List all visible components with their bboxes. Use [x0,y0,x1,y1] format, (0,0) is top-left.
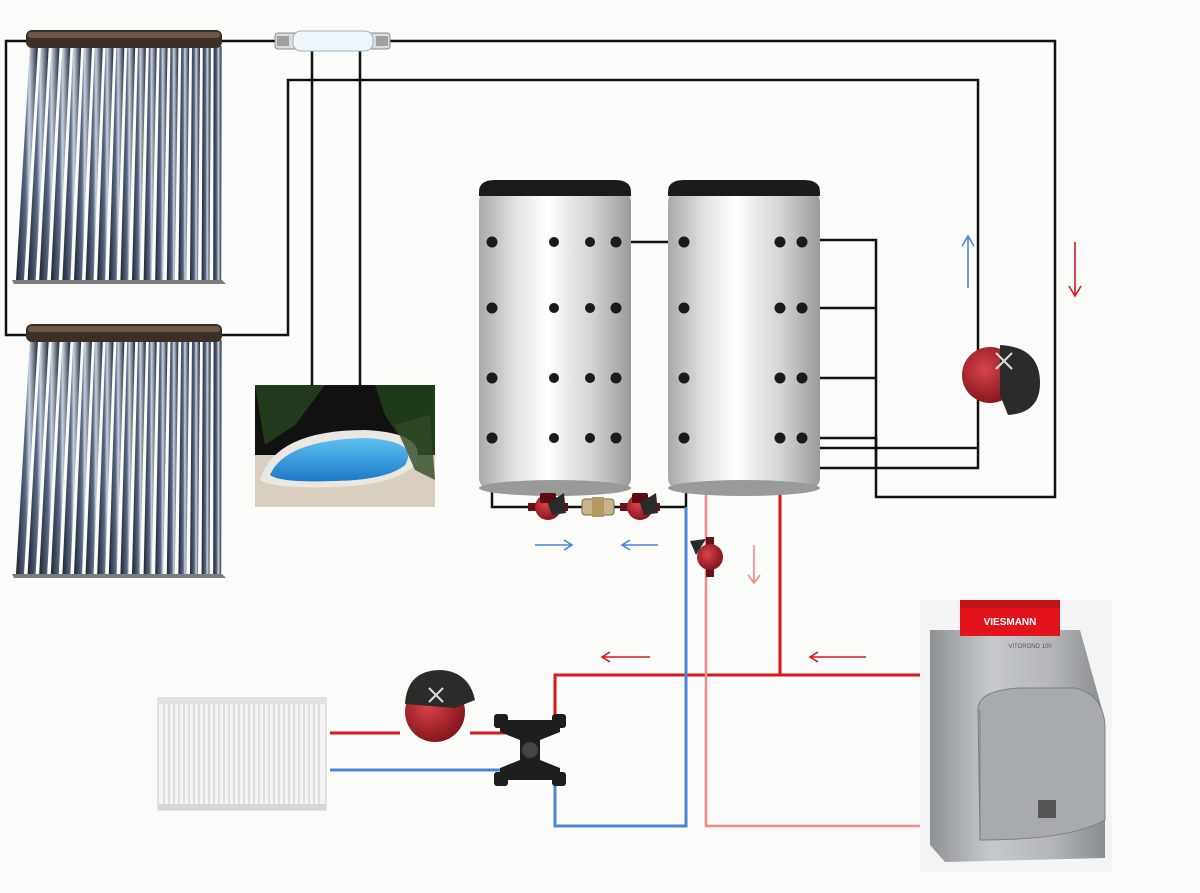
mixing-valve-icon [494,714,566,786]
collector-tube [120,46,136,280]
collector-tube [50,340,71,574]
tank-port [486,372,498,384]
tank-port [585,373,595,383]
collector-tube [120,340,136,574]
collector-tube [190,340,200,574]
tank-port [678,432,690,444]
collector-tube [108,46,125,280]
boiler-model-label: VITOROND 100 [1008,644,1052,650]
collector-tube [166,340,179,574]
collector-tube [213,46,222,280]
collector-tube [50,46,71,280]
tank-port [796,302,808,314]
collector-tube [178,340,190,574]
flow-arrow-icon [600,651,650,663]
tank-port [774,372,786,384]
tank-port [585,433,595,443]
boiler-icon: VIESMANN VITOROND 100 [920,600,1112,872]
tank-port [774,432,786,444]
collector-tube [143,46,157,280]
collector-tube [27,340,49,574]
collector-tube [190,46,200,280]
cold-water-pipes [330,507,688,828]
flow-arrow-icon [1068,242,1082,298]
check-valve [581,497,615,517]
tank-port [486,302,498,314]
circulation-pump-tank-left [528,493,568,520]
tank-port [486,236,498,248]
tank-port [549,373,559,383]
tank-ports [486,236,808,444]
flow-arrow-icon [535,539,574,551]
collector-tube [166,46,179,280]
tank-port [549,303,559,313]
collector-tube [16,46,38,280]
solar-collector-top [12,30,226,284]
flow-arrows [535,234,1082,663]
buffer-tank-left [479,180,631,496]
tank-port [774,302,786,314]
circulation-pump-heating [405,670,475,742]
tank-port [486,432,498,444]
tank-port [678,302,690,314]
tank-port [610,236,622,248]
circulation-pump-return [690,537,723,577]
tank-port [610,302,622,314]
tank-port [549,237,559,247]
tank-port [796,432,808,444]
collector-tube [16,340,38,574]
tank-port [585,237,595,247]
collector-tube [178,46,190,280]
boiler-brand-label: VIESMANN [984,617,1037,628]
collector-tube [74,46,92,280]
tank-port [774,236,786,248]
collector-tube [27,46,49,280]
collector-tube [132,46,146,280]
collector-tube [39,46,60,280]
circulation-pump-tank-right [620,493,660,520]
collector-tube [213,340,222,574]
collector-tube [201,46,211,280]
tank-port [678,372,690,384]
collector-tube [132,340,146,574]
collector-tube [97,340,114,574]
circulation-pump-solar [962,345,1040,415]
tank-port [796,372,808,384]
tank-port [796,236,808,248]
pool-photo-icon [255,385,435,507]
tank-port [678,236,690,248]
collector-tube [62,46,82,280]
flow-arrow-icon [747,545,761,585]
collector-tube [97,46,114,280]
collector-tube [39,340,60,574]
collector-tube [155,46,168,280]
buffer-tank-right [668,180,820,496]
collector-tube [62,340,82,574]
collector-tube [85,46,103,280]
tank-port [610,372,622,384]
collector-tube [155,340,168,574]
tank-port [585,303,595,313]
solar-collector-bottom [12,324,226,578]
collector-tube [143,340,157,574]
collector-tube [201,340,211,574]
flow-arrow-icon [620,539,658,551]
tank-port [549,433,559,443]
radiator-icon [157,697,327,811]
flow-arrow-icon [961,234,975,288]
collector-tube [85,340,103,574]
flow-meter-icon [274,30,391,52]
flow-arrow-icon [808,651,866,663]
collector-tube [108,340,125,574]
tank-port [610,432,622,444]
collector-tube [74,340,92,574]
